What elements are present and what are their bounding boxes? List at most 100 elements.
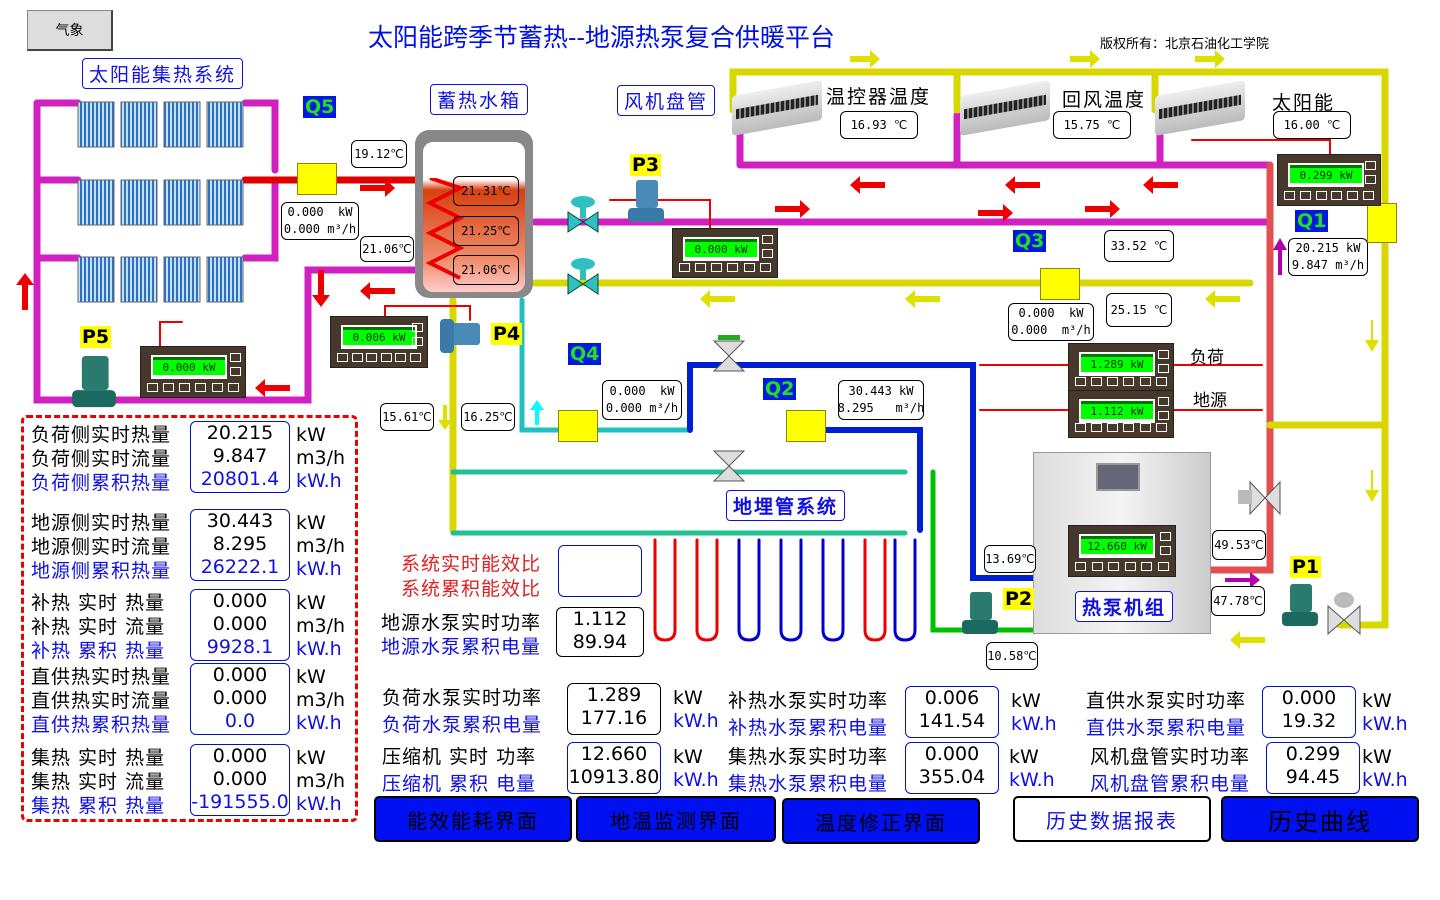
meter-key <box>1107 423 1119 432</box>
meter-key <box>1107 377 1119 386</box>
panel-label: 负荷侧实时热量 <box>31 424 172 446</box>
energy-label: 风机盘管累积电量 <box>1090 773 1251 795</box>
q3-temp-b: 25.15 ℃ <box>1106 293 1172 327</box>
storage-tank <box>415 130 533 298</box>
solar-temp: 16.00 ℃ <box>1273 111 1351 139</box>
storage-tank-label: 蓄热水箱 <box>430 84 529 115</box>
panel-label: 集热 累积 热量 <box>31 795 166 817</box>
meter-key <box>1158 350 1169 359</box>
panel-unit: m3/h <box>296 615 346 637</box>
meter-key <box>1331 191 1343 200</box>
panel-value: 30.443 <box>206 510 274 532</box>
meter-key <box>230 353 241 362</box>
meter-key <box>1075 377 1086 386</box>
meter-key <box>1347 191 1359 200</box>
meter-key <box>1160 546 1171 555</box>
meter-key <box>743 263 755 272</box>
valve-icon-2[interactable] <box>566 258 600 298</box>
meter-key <box>1299 191 1311 200</box>
power-label: 风机盘管实时功率 <box>1090 746 1251 768</box>
panel-label: 负荷侧实时流量 <box>31 448 172 470</box>
p5-power-meter: 0.000 kW <box>140 346 246 398</box>
panel-label: 地源侧实时流量 <box>31 536 172 558</box>
ground-pump-power-label: 地源水泵实时功率 <box>381 612 542 634</box>
solar-system-label: 太阳能集热系统 <box>82 58 244 89</box>
q4-power: 0.000 kW <box>609 384 675 398</box>
nav-efficiency-button[interactable]: 能效能耗界面 <box>374 796 572 842</box>
nav-temp-correction-button[interactable]: 温度修正界面 <box>782 798 980 844</box>
power-value: 0.000 <box>1281 687 1337 709</box>
tank-top-temp: 21.31℃ <box>453 176 519 206</box>
panel-value: 26222.1 <box>200 556 280 578</box>
meter-key <box>230 367 241 376</box>
meter-key <box>211 383 223 392</box>
meter-key <box>179 383 191 392</box>
meter-key <box>1091 423 1103 432</box>
meter-key <box>1075 562 1086 571</box>
meter-key <box>1075 423 1086 432</box>
valve-icon-6[interactable] <box>1326 592 1362 636</box>
p5-pump-icon[interactable] <box>66 356 122 412</box>
q5-tag: Q5 <box>303 96 337 118</box>
p4-out-temp: 15.61℃ <box>380 403 434 431</box>
q5-flow: 0.000 m³/h <box>283 222 357 236</box>
meter-key <box>227 383 239 392</box>
power-unit: kW <box>1362 746 1392 768</box>
meter-key <box>1123 377 1135 386</box>
valve-icon-3[interactable] <box>712 335 746 375</box>
power-value: 0.299 <box>1285 743 1341 765</box>
power-unit: kW <box>1362 690 1392 712</box>
q3-flowmeter-icon <box>1040 268 1080 300</box>
ground-label: 地源 <box>1193 391 1227 411</box>
meter-key <box>380 353 392 362</box>
q3-temp-a: 33.52 ℃ <box>1104 230 1174 262</box>
energy-value: 177.16 <box>580 707 648 729</box>
energy-unit: kW.h <box>1362 769 1408 791</box>
valve-icon-5[interactable] <box>1238 480 1282 516</box>
load-label: 负荷 <box>1190 348 1224 368</box>
p3-pump-icon[interactable] <box>626 180 666 226</box>
power-label: 直供水泵实时功率 <box>1086 690 1247 712</box>
weather-button[interactable]: 气象 <box>27 10 113 51</box>
valve-icon-1[interactable] <box>566 196 600 236</box>
nav-history-report-button[interactable]: 历史数据报表 <box>1013 796 1211 842</box>
return-air-temp-label: 回风温度 <box>1062 89 1147 111</box>
meter-key <box>412 337 423 346</box>
return-air-temp: 15.75 ℃ <box>1053 111 1131 139</box>
panel-value: 0.0 <box>224 710 256 732</box>
heat-summary-panel <box>21 415 358 822</box>
panel-value: 0.000 <box>212 687 268 709</box>
panel-label: 补热 实时 热量 <box>31 592 166 614</box>
energy-value: 94.45 <box>1285 766 1341 788</box>
tank-bottom-temp: 21.06℃ <box>453 255 519 285</box>
nav-history-curve-button[interactable]: 历史曲线 <box>1221 796 1419 842</box>
q5-flowmeter-icon <box>297 163 337 195</box>
meter-key <box>351 353 363 362</box>
meter-key <box>410 353 422 362</box>
page-title: 太阳能跨季节蓄热--地源热泵复合供暖平台 <box>368 23 835 52</box>
meter-key <box>1108 562 1120 571</box>
p1-pump-icon[interactable] <box>1280 584 1320 630</box>
q3-tag: Q3 <box>1013 230 1047 252</box>
meter-key <box>412 323 423 332</box>
p4-pump-icon[interactable] <box>440 315 480 361</box>
panel-label: 地源侧实时热量 <box>31 512 172 534</box>
ground-pump-power: 1.112 <box>572 608 628 630</box>
meter-key <box>1091 562 1103 571</box>
panel-unit: kW.h <box>296 558 342 580</box>
valve-icon-4[interactable] <box>712 445 746 485</box>
p2-pump-icon[interactable] <box>960 592 1000 638</box>
energy-label: 压缩机 累积 电量 <box>382 773 537 795</box>
tank-mid-temp: 21.25℃ <box>453 216 519 246</box>
meter-key <box>163 383 175 392</box>
energy-unit: kW.h <box>1362 713 1408 735</box>
energy-value: 19.32 <box>1281 710 1337 732</box>
meter-key <box>395 353 407 362</box>
nav-ground-temp-button[interactable]: 地温监测界面 <box>576 796 776 842</box>
power-label: 集热水泵实时功率 <box>728 746 889 768</box>
panel-label: 直供热累积热量 <box>31 714 172 736</box>
q5-power: 0.000 kW <box>287 205 353 219</box>
